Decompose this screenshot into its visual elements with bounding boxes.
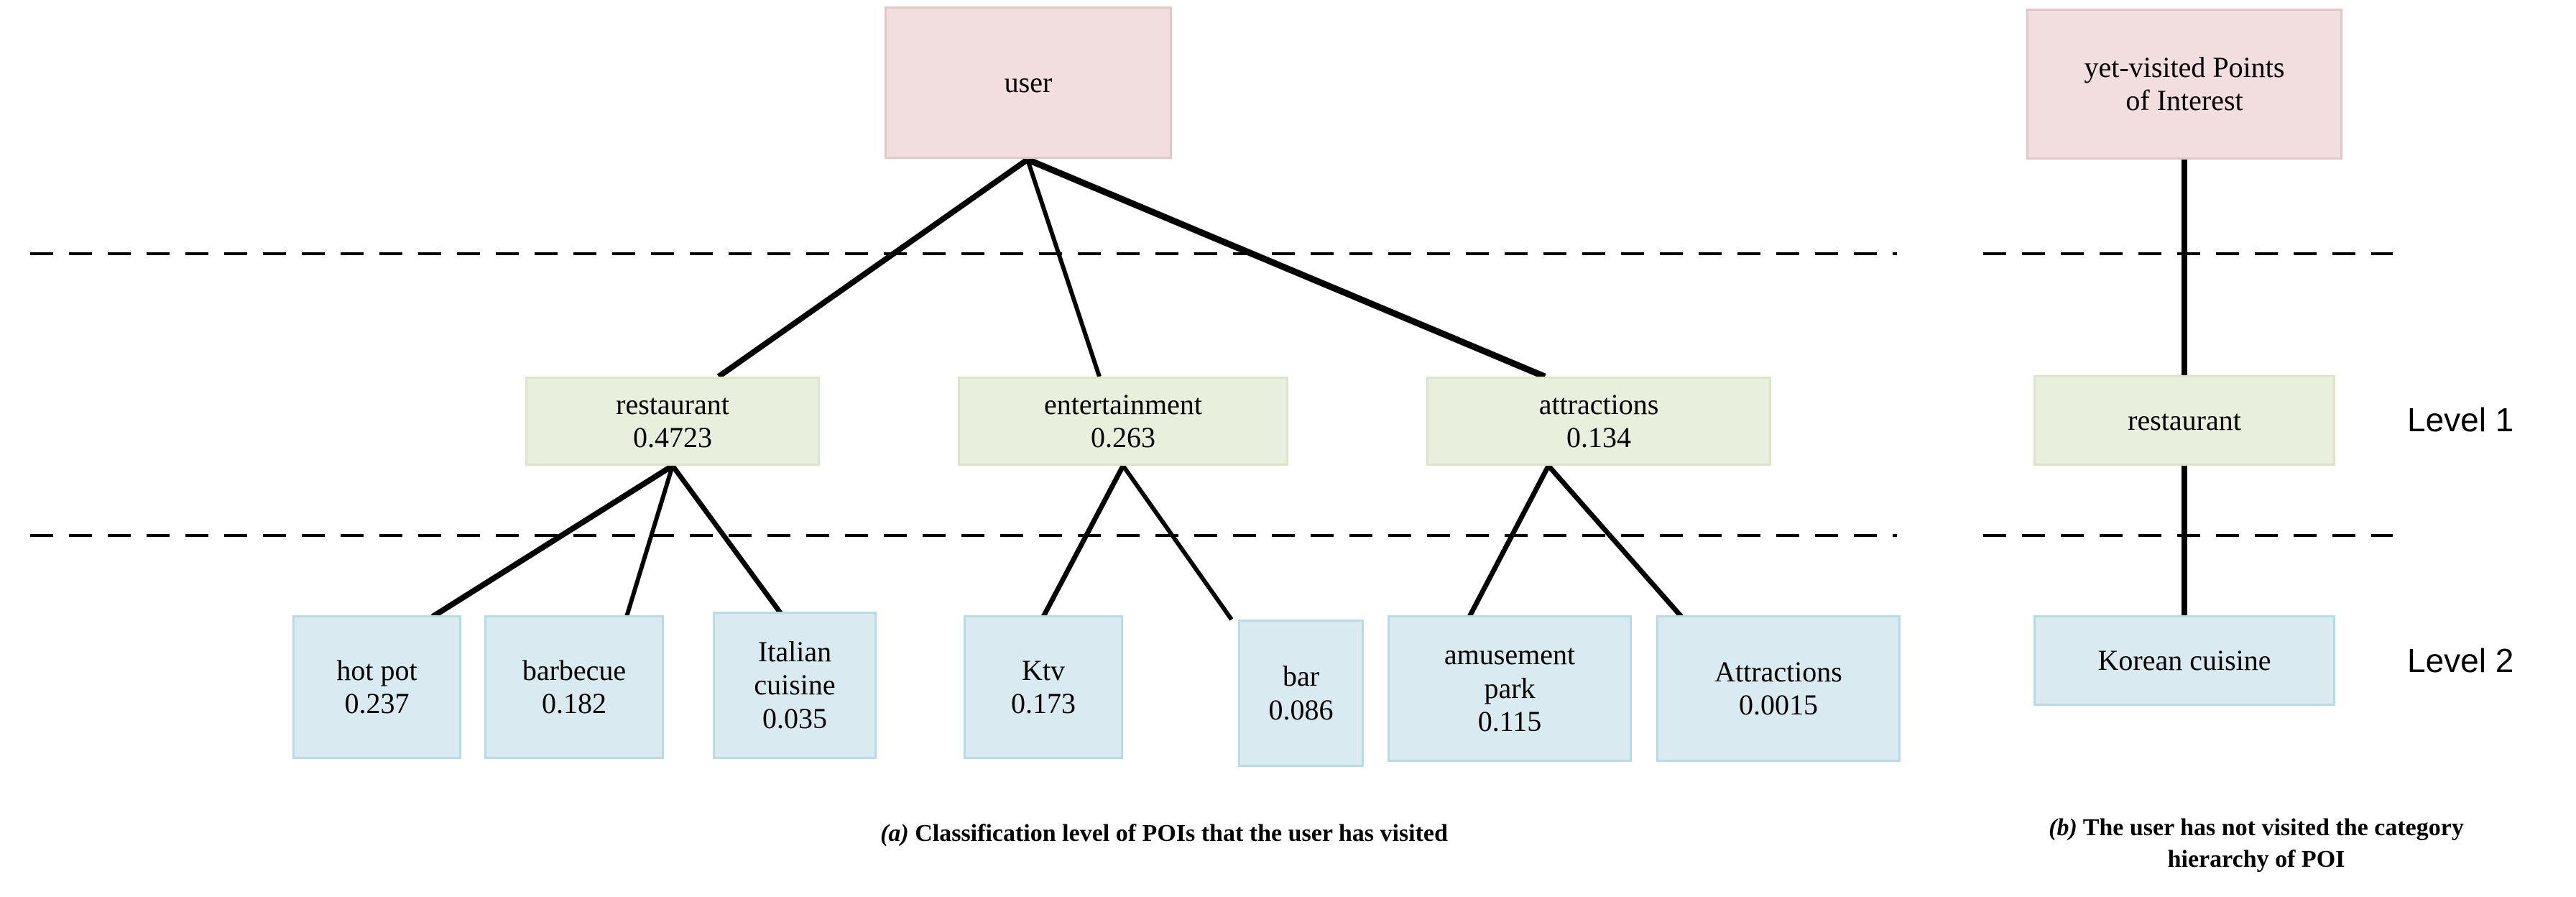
node-amusement-park[interactable]: amusement park 0.115	[1388, 615, 1632, 762]
node-restaurant[interactable]: restaurant 0.4723	[525, 377, 820, 466]
node-user[interactable]: user	[885, 6, 1172, 159]
edge-user-to-attractions	[1026, 156, 1546, 380]
caption-panel-a-text: Classification level of POIs that the us…	[908, 820, 1448, 847]
caption-panel-b-tag: (b)	[2049, 814, 2077, 841]
node-hot-pot-score: 0.237	[344, 687, 410, 719]
edge-entertainment-to-bar	[1121, 464, 1234, 621]
edge-attractions-to-attractions-leaf	[1546, 464, 1684, 619]
node-attractions-score: 0.134	[1566, 421, 1631, 454]
node-restaurant-label: restaurant	[616, 387, 729, 420]
node-attractions-leaf-label: Attractions	[1714, 655, 1842, 688]
node-italian-cuisine-score: 0.035	[762, 702, 827, 735]
node-yet-visited-poi-line1: yet-visited Points	[2084, 50, 2285, 83]
node-restaurant-score: 0.4723	[633, 421, 712, 454]
node-entertainment-label: entertainment	[1044, 387, 1202, 420]
node-barbecue[interactable]: barbecue 0.182	[484, 615, 664, 759]
node-bar-score: 0.086	[1268, 693, 1334, 726]
node-amusement-park-label-line1: amusement	[1444, 638, 1576, 671]
node-italian-cuisine-label-line1: Italian	[757, 635, 832, 668]
node-hot-pot-label: hot pot	[336, 653, 417, 686]
caption-panel-b-line2: hierarchy of POI	[2167, 846, 2345, 873]
node-bar[interactable]: bar 0.086	[1238, 620, 1364, 767]
caption-panel-b-line1: The user has not visited the category	[2077, 814, 2464, 841]
node-ktv-score: 0.173	[1011, 687, 1076, 719]
node-attractions-leaf[interactable]: Attractions 0.0015	[1656, 615, 1901, 762]
node-restaurant-b-label: restaurant	[2128, 403, 2241, 436]
node-barbecue-score: 0.182	[542, 687, 606, 719]
node-korean-cuisine[interactable]: Korean cuisine	[2033, 615, 2335, 706]
node-ktv[interactable]: Ktv 0.173	[964, 615, 1123, 759]
level-1-label: Level 1	[2407, 401, 2514, 438]
edge-restaurant-to-hot-pot	[430, 463, 675, 620]
node-attractions[interactable]: attractions 0.134	[1426, 377, 1771, 466]
caption-panel-a: (a) Classification level of POIs that th…	[733, 818, 1595, 850]
caption-panel-a-tag: (a)	[880, 820, 909, 847]
caption-panel-b: (b) The user has not visited the categor…	[1940, 812, 2572, 875]
node-korean-cuisine-label: Korean cuisine	[2097, 643, 2271, 676]
node-entertainment[interactable]: entertainment 0.263	[958, 377, 1288, 466]
node-italian-cuisine[interactable]: Italian cuisine 0.035	[713, 612, 877, 759]
level-2-label: Level 2	[2407, 642, 2514, 679]
node-ktv-label: Ktv	[1022, 653, 1065, 686]
node-amusement-park-label-line2: park	[1484, 671, 1536, 704]
node-bar-label: bar	[1282, 660, 1320, 693]
node-attractions-label: attractions	[1538, 387, 1659, 420]
node-yet-visited-poi[interactable]: yet-visited Points of Interest	[2026, 9, 2342, 160]
node-user-label: user	[1004, 65, 1053, 98]
edge-entertainment-to-ktv	[1040, 464, 1126, 618]
edge-attractions-to-amusement-park	[1467, 464, 1551, 618]
node-restaurant-b[interactable]: restaurant	[2033, 375, 2335, 466]
node-hot-pot[interactable]: hot pot 0.237	[292, 615, 461, 759]
node-amusement-park-score: 0.115	[1477, 705, 1542, 738]
node-italian-cuisine-label-line2: cuisine	[754, 668, 836, 702]
edge-restaurant-to-italian-cuisine	[670, 464, 785, 619]
node-yet-visited-poi-line2: of Interest	[2125, 84, 2243, 116]
node-barbecue-label: barbecue	[522, 653, 627, 686]
node-entertainment-score: 0.263	[1091, 421, 1155, 454]
edge-user-to-restaurant	[716, 157, 1030, 380]
edge-user-to-entertainment	[1025, 159, 1102, 377]
node-attractions-leaf-score: 0.0015	[1739, 689, 1818, 721]
edge-restaurant-to-barbecue	[624, 465, 675, 617]
